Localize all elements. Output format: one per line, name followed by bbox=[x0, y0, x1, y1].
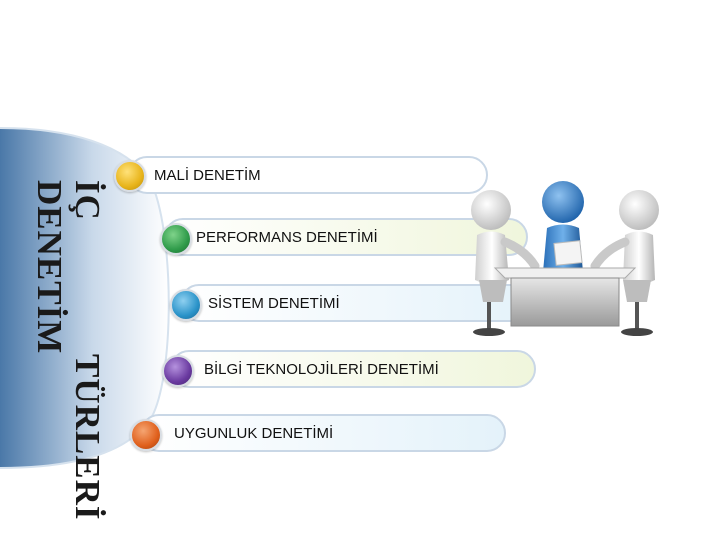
title-line-1: İÇ DENETİM bbox=[30, 180, 107, 355]
item-label: UYGUNLUK DENETİMİ bbox=[174, 424, 334, 442]
item-mali-denetim: MALİ DENETİM bbox=[128, 156, 488, 194]
item-bilgi-teknolojileri-denetimi: BİLGİ TEKNOLOJİLERİ DENETİMİ bbox=[170, 350, 536, 388]
item-label: PERFORMANS DENETİMİ bbox=[196, 228, 378, 246]
item-marker-green-icon bbox=[160, 223, 192, 255]
meeting-people-icon bbox=[471, 181, 659, 336]
item-marker-orange-icon bbox=[130, 419, 162, 451]
title-line-2: TÜRLERİ bbox=[68, 354, 107, 521]
item-label: BİLGİ TEKNOLOJİLERİ DENETİMİ bbox=[204, 360, 439, 378]
diagram-title: İÇ DENETİM TÜRLERİ bbox=[16, 180, 107, 521]
item-label: MALİ DENETİM bbox=[154, 166, 261, 184]
item-marker-purple-icon bbox=[162, 355, 194, 387]
item-uygunluk-denetimi: UYGUNLUK DENETİMİ bbox=[140, 414, 506, 452]
item-marker-yellow-icon bbox=[114, 160, 146, 192]
item-performans-denetimi: PERFORMANS DENETİMİ bbox=[164, 218, 528, 256]
item-label: SİSTEM DENETİMİ bbox=[208, 294, 340, 312]
item-sistem-denetimi: SİSTEM DENETİMİ bbox=[180, 284, 536, 322]
item-marker-blue-icon bbox=[170, 289, 202, 321]
